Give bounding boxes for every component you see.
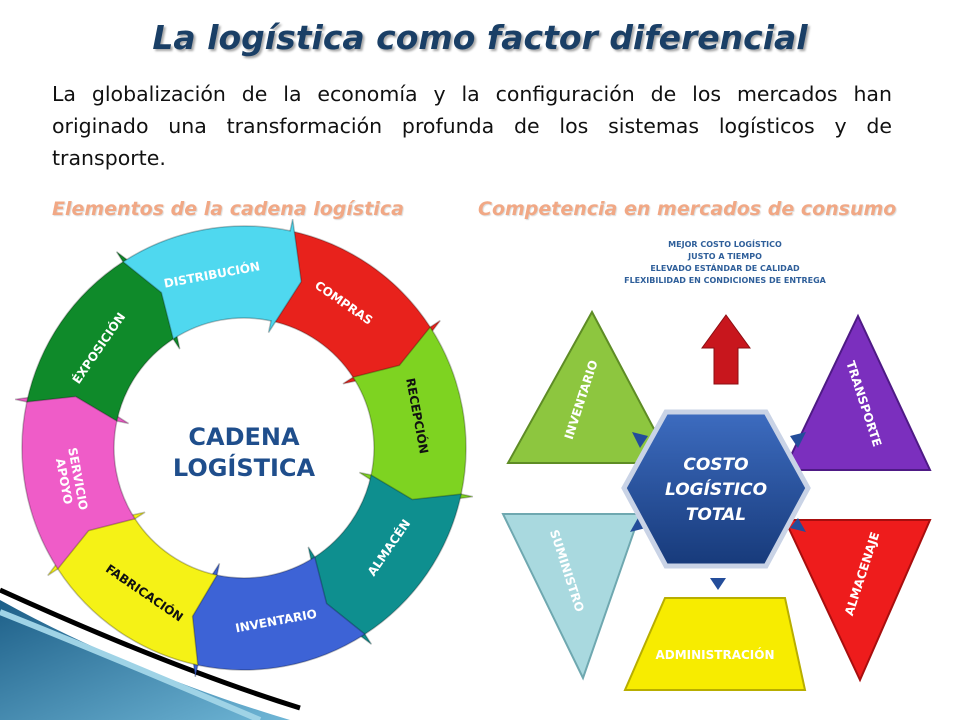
slide-title: La logística como factor diferencial bbox=[152, 18, 808, 57]
small-arrows bbox=[630, 432, 806, 590]
cycle-segment bbox=[14, 389, 137, 571]
cycle-segment bbox=[269, 229, 441, 385]
decorative-swoosh bbox=[0, 587, 301, 720]
component-suministro: SUMINISTRO bbox=[501, 513, 642, 681]
cycle-segment bbox=[185, 555, 367, 678]
component-inventario: INVENTARIO bbox=[506, 309, 674, 464]
cycle-segment bbox=[25, 251, 181, 423]
logistics-cycle-diagram: COMPRASRECEPCIÓNALMACÉNINVENTARIOFABRICA… bbox=[14, 218, 474, 678]
cycle-segment bbox=[351, 325, 474, 507]
component-label: ADMINISTRACIÓN bbox=[655, 647, 774, 662]
requirements-list: MEJOR COSTO LOGÍSTICO JUSTO A TIEMPO ELE… bbox=[624, 238, 827, 285]
component-almacenaje: ALMACENAJE bbox=[783, 519, 932, 683]
cost-center-hexagon: COSTO LOGÍSTICO TOTAL bbox=[621, 409, 811, 569]
cycle-center-line1: CADENA bbox=[188, 423, 300, 451]
small-arrow-icon bbox=[630, 518, 646, 532]
component-transporte: TRANSPORTE bbox=[782, 313, 932, 471]
cycle-segment bbox=[307, 473, 463, 645]
logistics-chain-heading: Elementos de la cadena logística bbox=[52, 198, 404, 220]
hex-line2: LOGÍSTICO bbox=[665, 478, 767, 500]
component-administracion: ADMINISTRACIÓN bbox=[623, 597, 807, 691]
intro-paragraph: La globalización de la economía y la con… bbox=[52, 82, 892, 170]
small-arrow-icon bbox=[790, 518, 806, 532]
consumer-market-heading: Competencia en mercados de consumo bbox=[478, 198, 897, 220]
cycle-segment bbox=[121, 218, 303, 341]
hex-line1: COSTO bbox=[683, 455, 748, 475]
requirement-item: ELEVADO ESTÁNDAR DE CALIDAD bbox=[650, 262, 800, 273]
cycle-segment bbox=[47, 511, 219, 667]
hex-line3: TOTAL bbox=[686, 505, 746, 525]
requirement-item: JUSTO A TIEMPO bbox=[687, 252, 762, 261]
up-arrow-icon bbox=[701, 314, 751, 385]
small-arrow-icon bbox=[632, 432, 648, 448]
requirement-item: FLEXIBILIDAD EN CONDICIONES DE ENTREGA bbox=[624, 276, 827, 285]
requirement-item: MEJOR COSTO LOGÍSTICO bbox=[668, 238, 782, 249]
small-arrow-icon bbox=[710, 578, 726, 590]
small-arrow-icon bbox=[790, 432, 806, 448]
cycle-center-line2: LOGÍSTICA bbox=[173, 453, 316, 482]
